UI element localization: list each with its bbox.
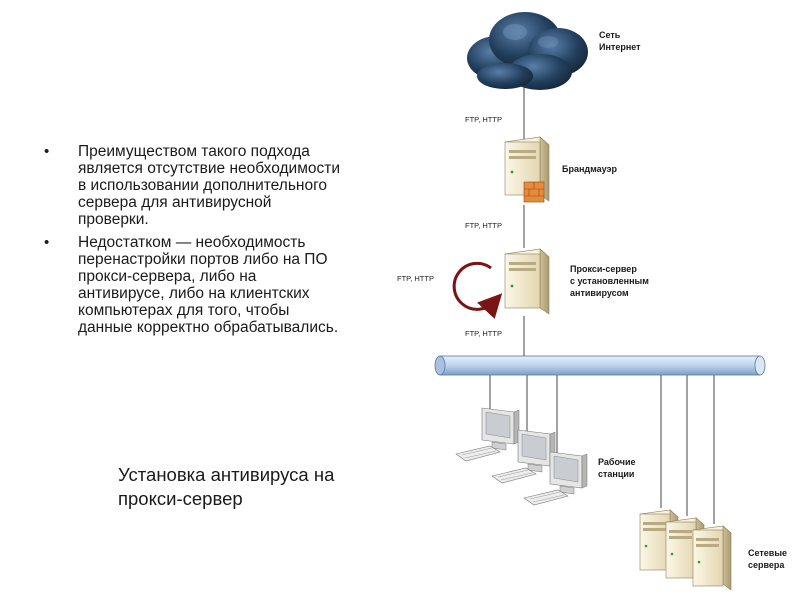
workstations-label-line-2: станции <box>598 469 634 479</box>
caption-line-1: Установка антивируса на <box>118 464 335 485</box>
protocol-label-left: FTP, HTTP <box>397 274 434 283</box>
workstation-icon <box>491 429 556 484</box>
protocol-label-mid: FTP, HTTP <box>465 221 502 230</box>
servers-label-line-1: Сетевые <box>748 548 787 558</box>
firewall-label: Брандмауэр <box>562 164 618 174</box>
bullet-text: Недостатком — необходимость перенастройк… <box>78 234 339 336</box>
slide-caption: Установка антивируса на прокси-сервер <box>118 463 378 511</box>
bullet-marker: • <box>44 143 50 160</box>
proxy-label-line-2: с установленным <box>570 276 649 286</box>
internet-cloud-icon <box>467 12 588 90</box>
protocol-label-top: FTP, HTTP <box>465 115 502 124</box>
protocol-label-bottom: FTP, HTTP <box>465 329 502 338</box>
bullet-item-advantage: • Преимуществом такого подхода является о… <box>44 143 344 228</box>
antivirus-scan-arrow-icon <box>452 261 503 319</box>
workstation-icon <box>455 407 520 462</box>
network-server-icon <box>692 525 732 591</box>
proxy-label-line-1: Прокси-сервер <box>570 264 637 274</box>
bullet-list: • Преимуществом такого подхода является о… <box>44 143 344 342</box>
bullet-item-disadvantage: • Недостатком — необходимость перенастрой… <box>44 234 344 336</box>
network-bus-icon <box>434 355 766 376</box>
internet-label-line-1: Сеть <box>599 30 621 40</box>
internet-label-line-2: Интернет <box>599 42 641 52</box>
workstation-icon <box>523 451 588 506</box>
proxy-server-icon <box>504 248 550 315</box>
bullet-marker: • <box>44 234 50 251</box>
proxy-label-line-3: антивирусом <box>570 288 629 298</box>
firewall-server-icon <box>504 136 550 203</box>
bullet-text: Преимуществом такого подхода является от… <box>78 143 340 228</box>
servers-label-line-2: сервера <box>748 560 785 570</box>
caption-line-2: прокси-сервер <box>118 488 243 509</box>
workstations-label-line-1: Рабочие <box>598 457 636 467</box>
